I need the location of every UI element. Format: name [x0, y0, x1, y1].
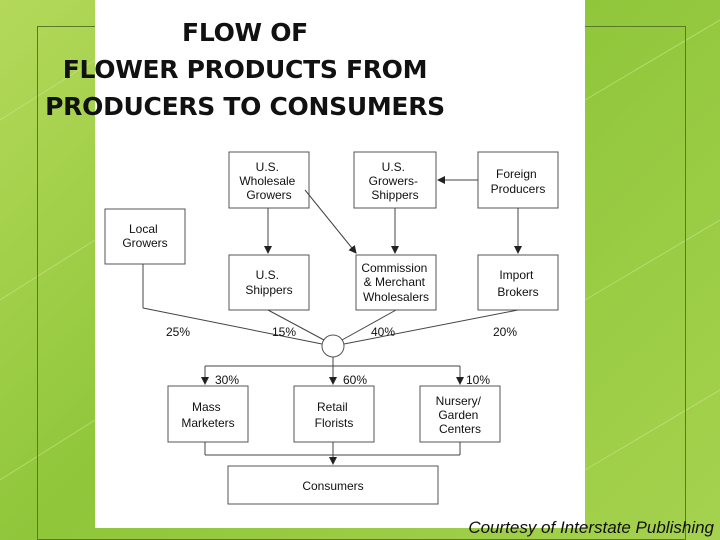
label-nursery: Nursery/ Garden Centers	[436, 394, 485, 436]
label-retail-florists: Retail Florists	[315, 400, 354, 430]
box-retail-florists	[293, 385, 375, 443]
box-growers-shippers	[353, 151, 437, 209]
pct-import: 20%	[493, 325, 517, 339]
box-commission	[355, 254, 437, 311]
label-wholesale-growers: U.S. Wholesale Growers	[239, 160, 298, 202]
box-consumers	[227, 465, 439, 505]
box-nursery	[419, 385, 501, 443]
label-foreign-producers: Foreign Producers	[491, 167, 546, 196]
distribution-hub	[321, 334, 345, 358]
diagram-title: FLOW OF FLOWER PRODUCTS FROM PRODUCERS T…	[0, 14, 515, 125]
title-line-2: FLOWER PRODUCTS FROM	[62, 55, 428, 84]
credit-caption: Courtesy of Interstate Publishing	[468, 518, 714, 537]
pct-shippers: 15%	[272, 325, 296, 339]
box-foreign-producers	[477, 151, 559, 209]
box-local-growers	[104, 208, 186, 265]
pct-nursery: 10%	[466, 373, 490, 387]
box-mass-marketers	[167, 385, 249, 443]
pct-local: 25%	[166, 325, 190, 339]
label-import-brokers: Import Brokers	[497, 268, 538, 299]
arrow-wholesale-to-commission	[304, 189, 357, 254]
line-commission-to-hub	[341, 309, 397, 341]
pct-mass: 30%	[215, 373, 239, 387]
label-consumers: Consumers	[302, 479, 363, 493]
line-local-hub-diag	[142, 307, 323, 345]
pct-retail: 60%	[343, 373, 367, 387]
label-local-growers: Local Growers	[122, 222, 167, 250]
title-line-3: PRODUCERS TO CONSUMERS	[45, 92, 445, 121]
line-import-to-hub	[343, 309, 519, 345]
pct-commission: 40%	[371, 325, 395, 339]
box-import-brokers	[477, 254, 559, 311]
box-wholesale-growers	[228, 151, 310, 209]
title-line-1: FLOW OF	[182, 18, 308, 47]
label-commission: Commission & Merchant Wholesalers	[361, 261, 430, 304]
line-shippers-to-hub	[267, 309, 325, 341]
label-mass-marketers: Mass Marketers	[181, 400, 234, 430]
label-us-shippers: U.S. Shippers	[245, 268, 292, 297]
label-growers-shippers: U.S. Growers- Shippers	[369, 160, 422, 202]
